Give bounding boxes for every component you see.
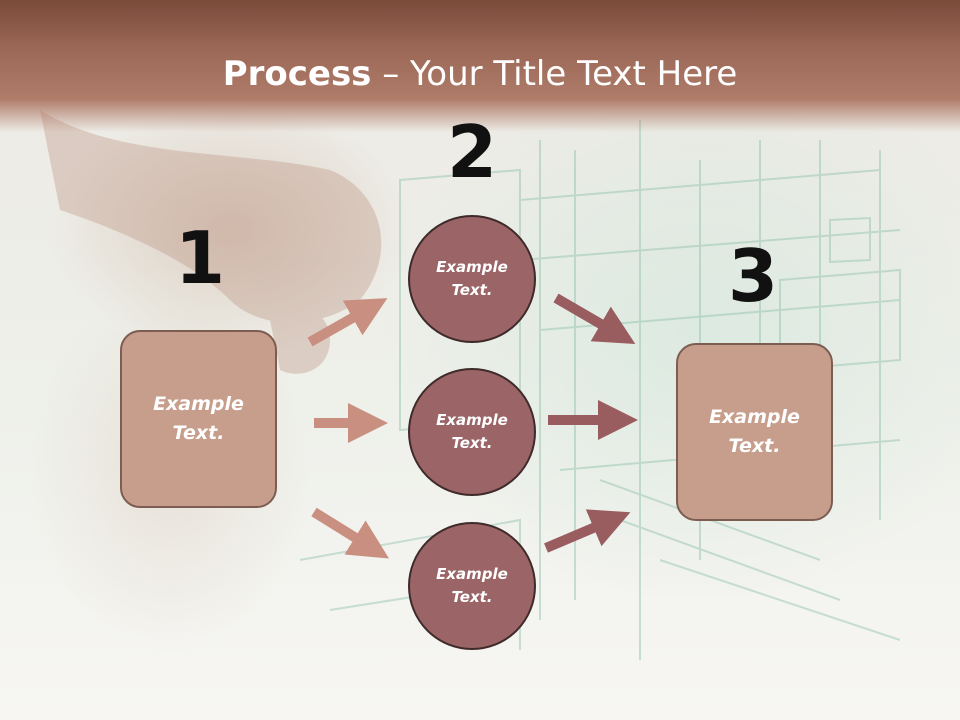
step-number-1: 1 [174,216,226,300]
step-number-3: 3 [727,234,779,318]
arrow-from-top [553,293,636,345]
arrow-from-bottom [544,509,631,553]
circle-middle-text: Example Text. [436,411,508,452]
arrow-to-top [307,298,388,347]
arrow-to-bottom [311,507,389,559]
title-banner [0,0,960,132]
circle-bottom: Example Text. [408,522,536,650]
step-1-text: Example Text. [153,393,244,444]
circle-middle: Example Text. [408,368,536,496]
title-rest: – Your Title Text Here [371,54,738,94]
step-3-box: Example Text. [676,343,833,521]
step-3-text: Example Text. [709,406,800,457]
title-bold: Process [222,54,372,94]
circle-top: Example Text. [408,215,536,343]
circle-top-text: Example Text. [436,258,508,299]
step-number-2: 2 [446,110,498,194]
circle-bottom-text: Example Text. [436,565,508,606]
page-title: Process – Your Title Text Here [0,52,960,96]
step-1-box: Example Text. [120,330,277,508]
